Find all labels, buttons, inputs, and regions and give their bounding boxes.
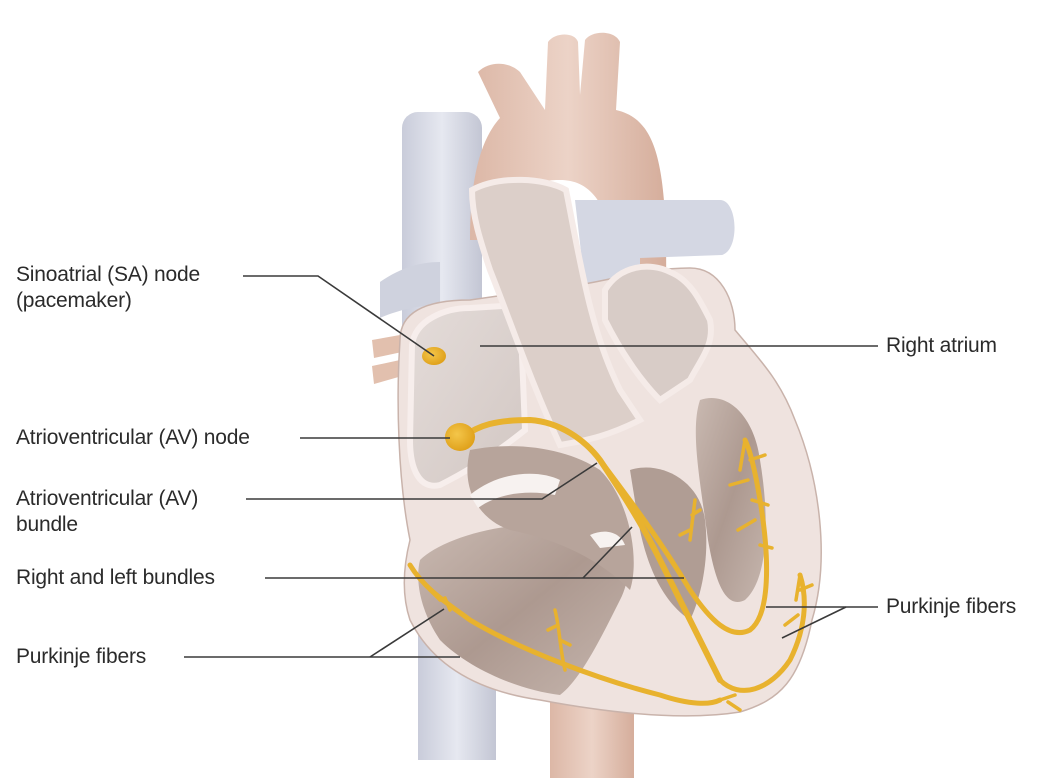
leader-lines (184, 275, 878, 658)
conduction-system (407, 417, 814, 712)
label-av-bundle-line2: bundle (16, 513, 78, 536)
label-sa-node: Sinoatrial (SA) node (pacemaker) (16, 262, 200, 314)
label-av-bundle-line1: Atrioventricular (AV) (16, 487, 199, 510)
av-node-marker (445, 423, 475, 451)
right-ventricle (418, 524, 628, 695)
label-av-bundle: Atrioventricular (AV) bundle (16, 486, 198, 538)
label-purkinje-fibers-right: Purkinje fibers (886, 594, 1016, 620)
pulmonary-trunk (468, 176, 645, 449)
left-atrium (602, 263, 714, 404)
label-purkinje-fibers-right-line1: Purkinje fibers (886, 595, 1017, 618)
label-purkinje-fibers-left-line1: Purkinje fibers (16, 645, 147, 668)
label-sa-node-line1: Sinoatrial (SA) node (16, 263, 200, 286)
label-right-atrium: Right atrium (886, 333, 997, 359)
label-av-node-line1: Atrioventricular (AV) node (16, 426, 250, 449)
label-right-atrium-line1: Right atrium (886, 334, 997, 357)
label-right-left-bundles-line1: Right and left bundles (16, 566, 215, 589)
label-right-left-bundles: Right and left bundles (16, 565, 215, 591)
label-sa-node-line2: (pacemaker) (16, 289, 132, 312)
label-av-node: Atrioventricular (AV) node (16, 425, 250, 451)
label-purkinje-fibers-left: Purkinje fibers (16, 644, 146, 670)
